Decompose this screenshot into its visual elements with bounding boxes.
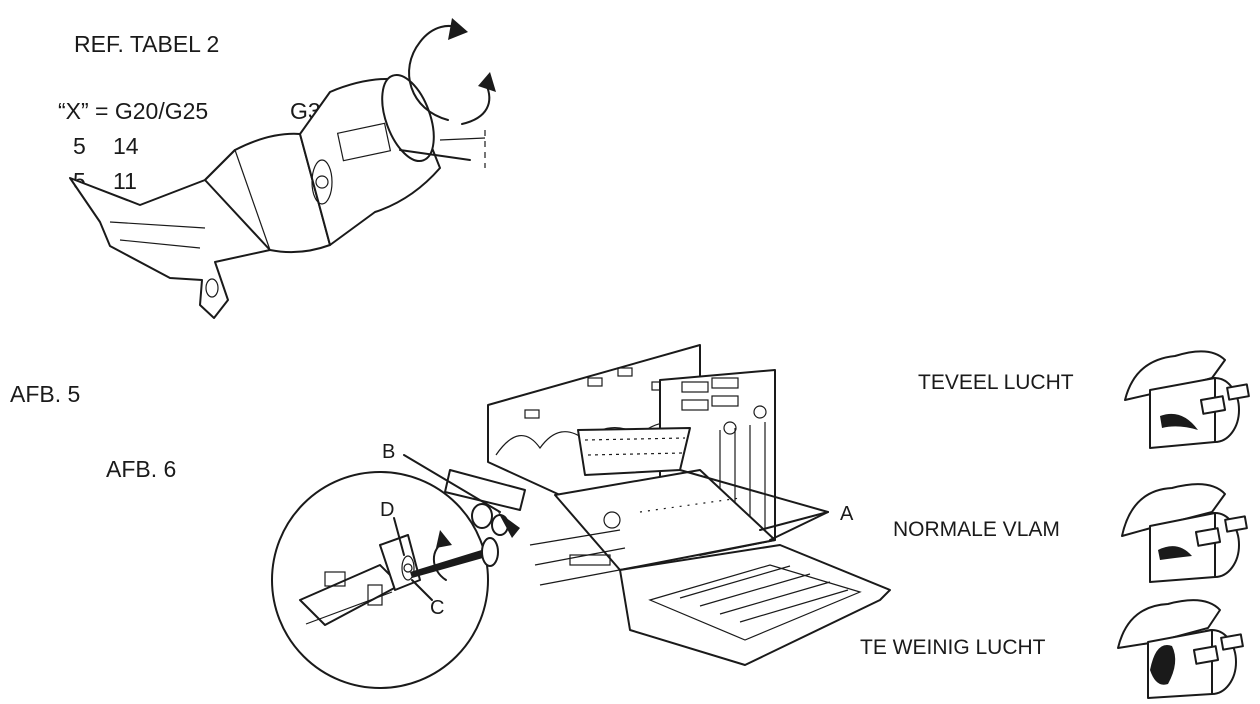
figure-afb6-label: AFB. 6	[106, 456, 177, 482]
ref-table-label: REF. TABEL 2	[74, 31, 220, 57]
flame-shape-icon	[1150, 645, 1176, 685]
flame-illustration-too-little-air	[1117, 599, 1244, 699]
flame-shape-icon	[1160, 413, 1198, 430]
callout-a: A	[840, 503, 854, 525]
flame-illustration-normal	[1121, 483, 1248, 583]
figure-afb5-label: AFB. 5	[10, 381, 81, 407]
rotation-arrows-icon	[408, 18, 496, 125]
flame-label-too-much-air: TEVEEL LUCHT	[918, 371, 1074, 394]
x-gas-label: “X” = G20/G25	[58, 98, 209, 124]
injector-detail-icon	[403, 454, 526, 538]
burner-nozzle-icon	[69, 74, 486, 319]
callout-b: B	[382, 441, 395, 463]
row2-col2: 11	[113, 168, 137, 194]
callout-d: D	[380, 499, 394, 521]
flame-label-too-little-air: TE WEINIG LUCHT	[860, 636, 1046, 659]
flame-shape-icon	[1158, 546, 1192, 560]
oven-cavity-icon	[487, 344, 891, 666]
magnifier-circle-icon	[271, 471, 499, 689]
callout-c: C	[430, 597, 444, 619]
flame-illustration-too-much-air	[1124, 350, 1250, 449]
flame-label-normal: NORMALE VLAM	[893, 518, 1060, 541]
row1-col2: 14	[113, 133, 139, 159]
row1-col1: 5	[73, 133, 86, 159]
